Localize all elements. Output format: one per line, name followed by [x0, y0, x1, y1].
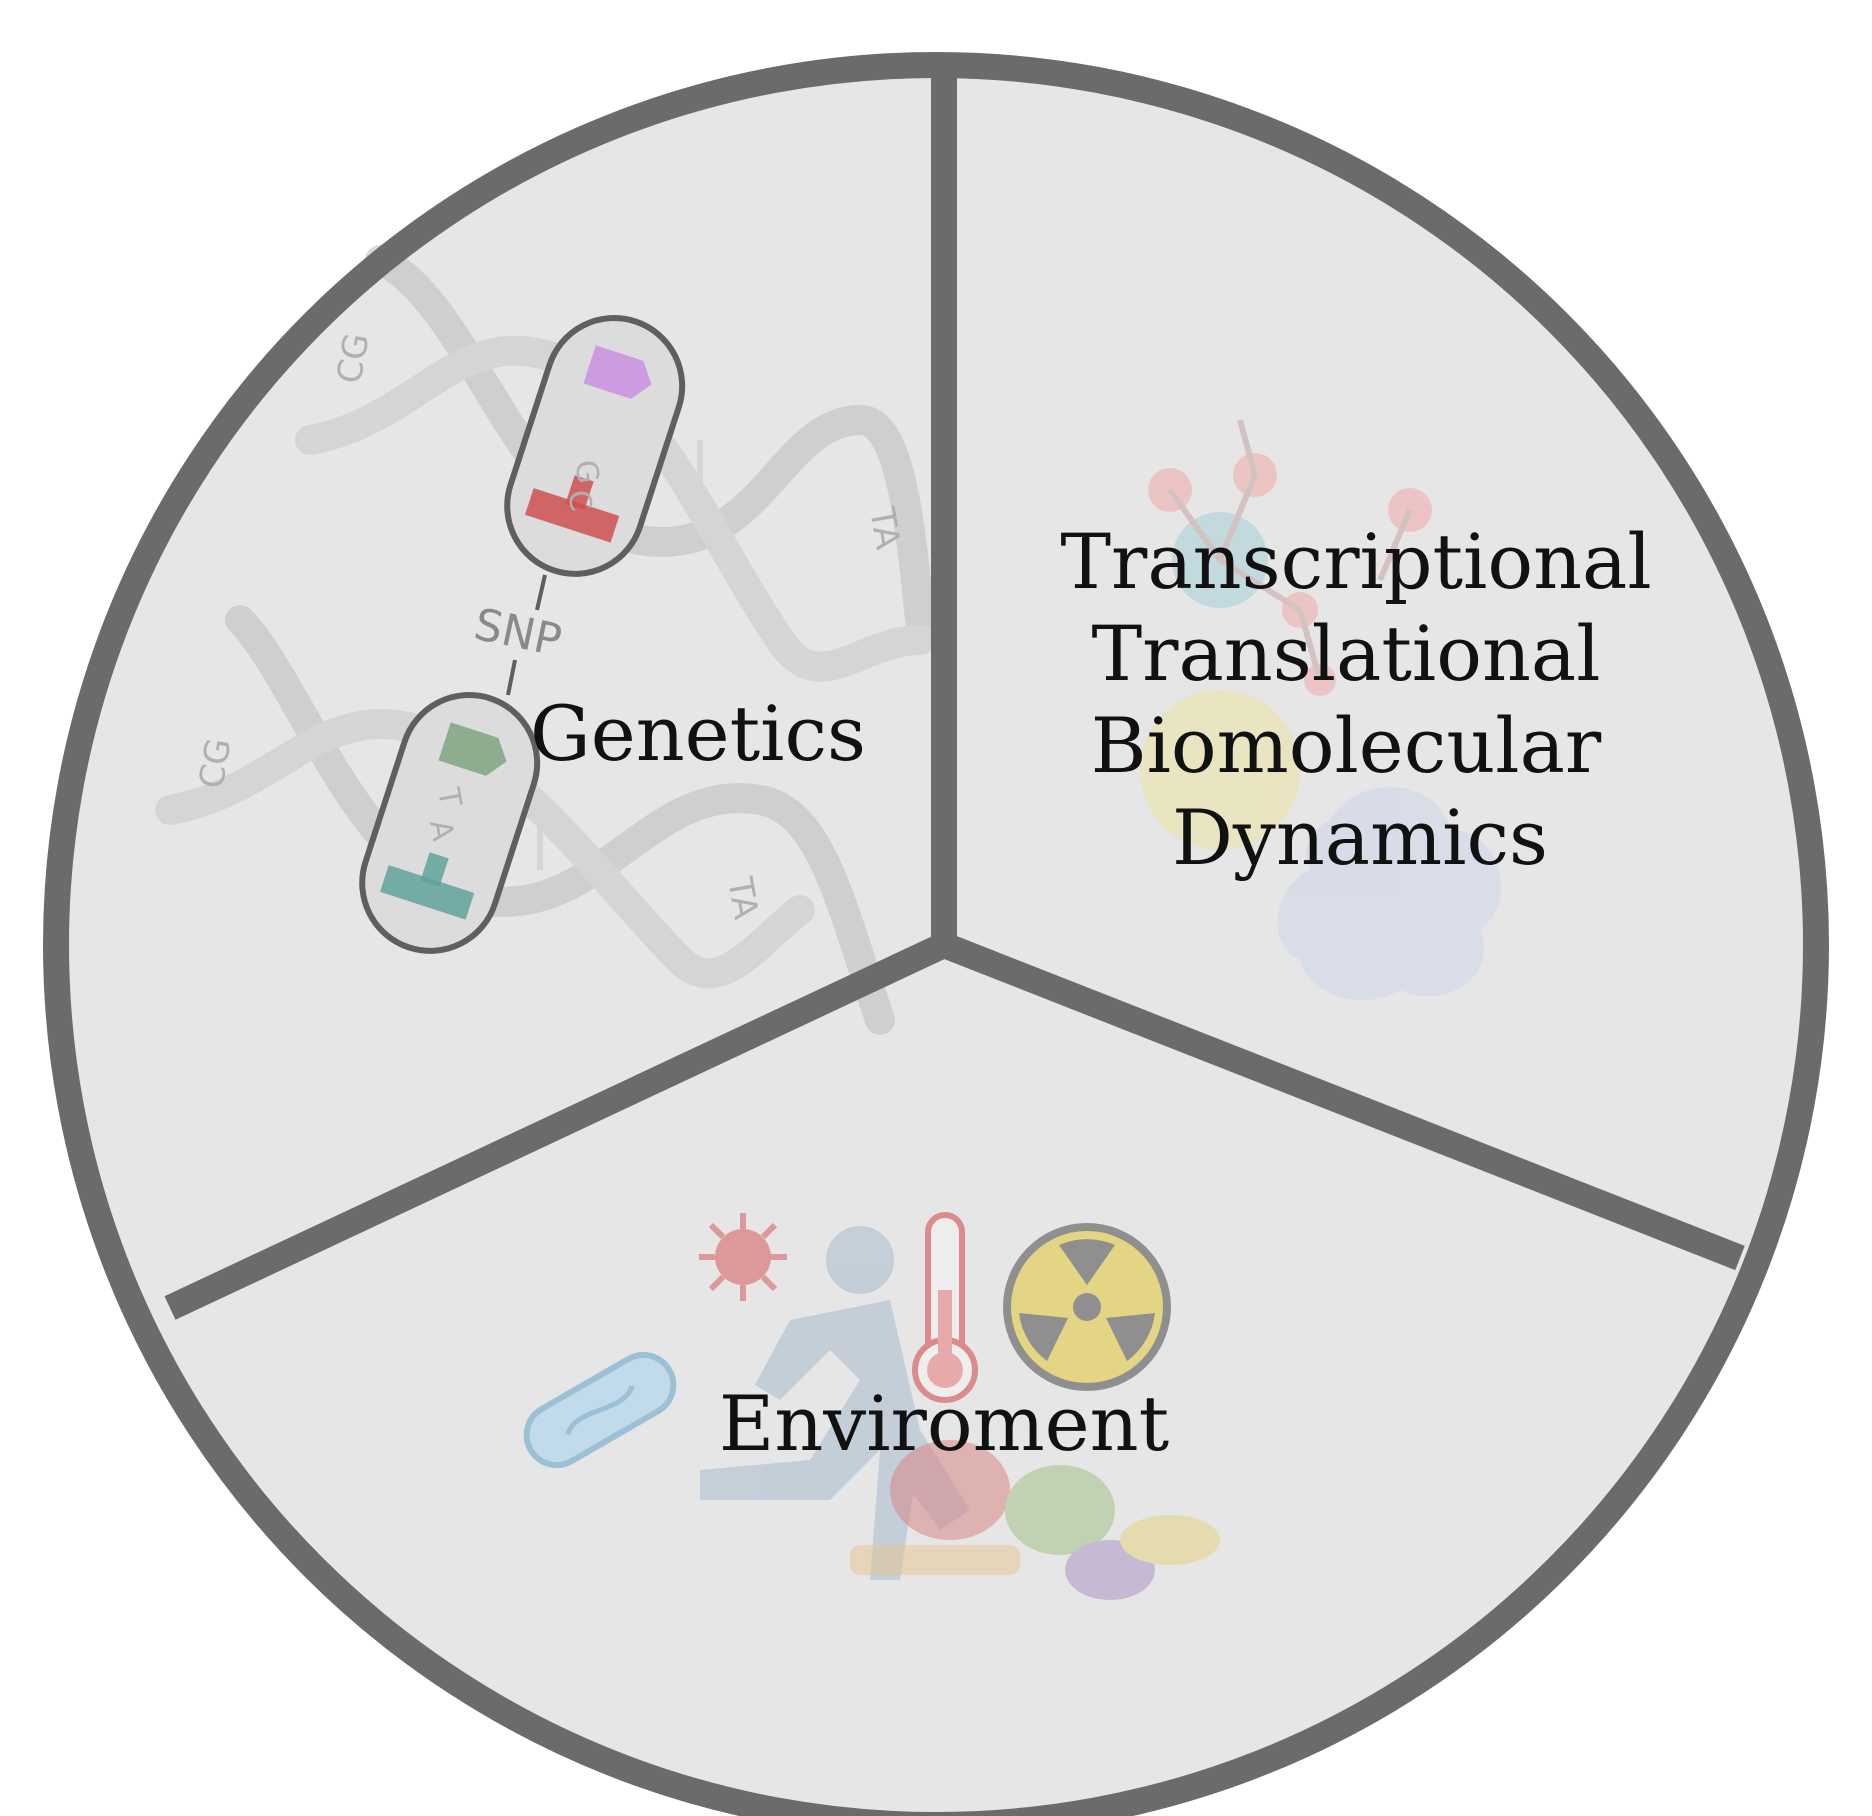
snp-connector-bottom: [506, 659, 517, 696]
thermometer-icon: [912, 1212, 978, 1403]
outer-bases-right-bottom: TA: [719, 874, 766, 923]
dynamics-line-1: Transcriptional: [1060, 517, 1651, 606]
radiation-icon: [1003, 1223, 1171, 1391]
snp-top-capsule: [504, 315, 686, 577]
outer-bases-left-bottom: CG: [191, 735, 239, 791]
dynamics-line-2: Translational: [1091, 609, 1600, 698]
dynamics-line-3: Biomolecular: [1091, 701, 1602, 790]
genetics-label: Genetics: [530, 689, 866, 778]
divider-left: [164, 933, 950, 1320]
outer-bases-right-top: TA: [861, 504, 908, 553]
pie-outer-ring: [43, 52, 1829, 1816]
snp-connector-top: [535, 574, 547, 611]
bacteria-icon: [523, 1352, 677, 1468]
outer-bases-left-top: CG: [329, 330, 377, 386]
molecule-icon: [1140, 419, 1502, 1000]
environment-label: Enviroment: [719, 1379, 1169, 1468]
virus-icon: [699, 1213, 787, 1301]
food-icon: [850, 1440, 1220, 1600]
dynamics-label-group: Transcriptional Translational Biomolecul…: [1060, 517, 1651, 882]
snp-bottom-capsule: [359, 692, 541, 954]
divider-right: [939, 932, 1745, 1271]
dynamics-line-4: Dynamics: [1172, 793, 1548, 882]
